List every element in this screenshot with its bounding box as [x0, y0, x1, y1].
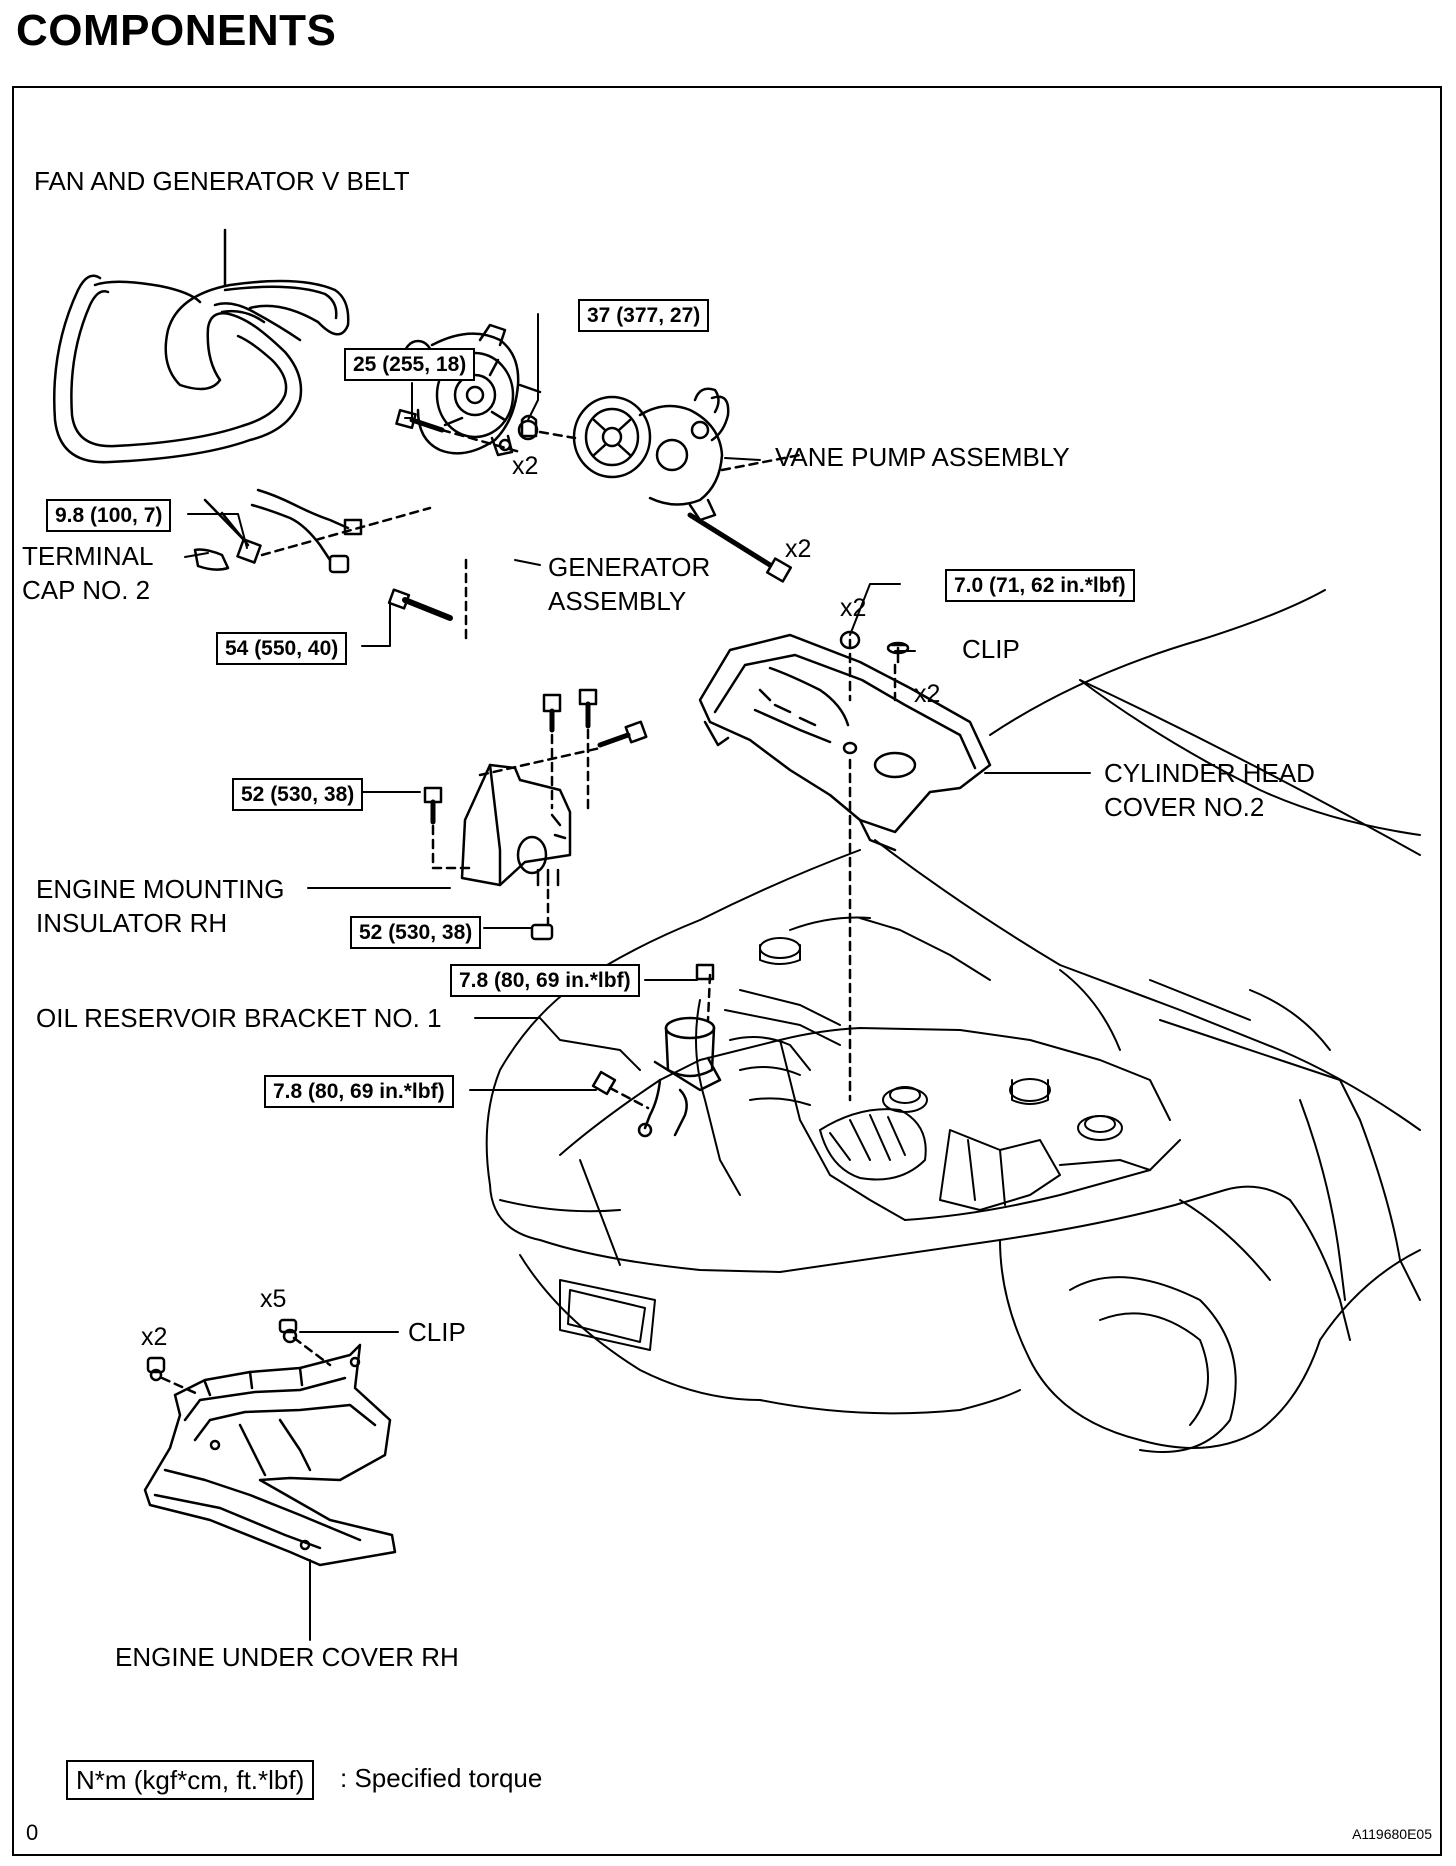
- torque-25: 25 (255, 18): [344, 348, 476, 381]
- label-engine-mount-line2: INSULATOR RH: [36, 908, 228, 938]
- label-oil-bracket: OIL RESERVOIR BRACKET NO. 1: [36, 1003, 442, 1033]
- label-fan-belt: FAN AND GENERATOR V BELT: [34, 166, 410, 196]
- diagram-frame: [12, 86, 1442, 1856]
- torque-7-8-lower: 7.8 (80, 69 in.*lbf): [264, 1075, 454, 1108]
- label-terminal-cap-line1: TERMINAL: [22, 541, 154, 571]
- engine-mount-drawing: [423, 688, 648, 941]
- bolt-54-drawing: [387, 558, 468, 642]
- torque-7-0: 7.0 (71, 62 in.*lbf): [945, 569, 1135, 602]
- label-cylinder-cover-line2: COVER NO.2: [1104, 792, 1265, 822]
- qty-under-bolt: x2: [141, 1323, 168, 1351]
- bolt-25-drawing: [395, 408, 522, 454]
- torque-9-8: 9.8 (100, 7): [46, 499, 172, 532]
- leader-lines: [184, 229, 1091, 1333]
- label-engine-mount-line1: ENGINE MOUNTING: [36, 874, 285, 904]
- label-clip-bottom: CLIP: [408, 1317, 466, 1347]
- qty-pump-nut: x2: [512, 452, 539, 480]
- label-generator-line1: GENERATOR: [548, 552, 711, 582]
- legend-unit-box: N*m (kgf*cm, ft.*lbf): [66, 1760, 315, 1800]
- torque-52-upper: 52 (530, 38): [232, 778, 364, 811]
- under-cover-drawing: [143, 1318, 397, 1641]
- label-under-cover: ENGINE UNDER COVER RH: [115, 1642, 459, 1672]
- page-title: COMPONENTS: [16, 6, 337, 55]
- figure-code: A119680E05: [1352, 1826, 1432, 1842]
- label-cylinder-cover-line1: CYLINDER HEAD: [1104, 758, 1315, 788]
- torque-52-lower: 52 (530, 38): [350, 916, 482, 949]
- torque-7-8-upper: 7.8 (80, 69 in.*lbf): [450, 964, 640, 997]
- torque-37: 37 (377, 27): [578, 299, 710, 332]
- qty-clip-bottom: x5: [260, 1285, 287, 1313]
- torque-54: 54 (550, 40): [216, 632, 348, 665]
- footer-mark: 0: [26, 1820, 39, 1845]
- oil-reservoir-drawing: [591, 963, 722, 1138]
- label-vane-pump: VANE PUMP ASSEMBLY: [775, 442, 1070, 472]
- qty-cover-nut: x2: [840, 594, 867, 622]
- cylinder-head-cover-drawing: [698, 630, 992, 1102]
- vehicle-body-drawing: [485, 589, 1421, 1453]
- label-clip-top: CLIP: [962, 634, 1020, 664]
- label-terminal-cap-line2: CAP NO. 2: [22, 575, 151, 605]
- legend-text: : Specified torque: [340, 1763, 543, 1793]
- vane-pump-drawing: [517, 387, 802, 583]
- v-belt-drawing: [53, 228, 350, 464]
- generator-wiring-drawing: [193, 488, 432, 574]
- qty-pump-bolt: x2: [785, 535, 812, 563]
- label-generator-line2: ASSEMBLY: [548, 586, 687, 616]
- qty-clip-top: x2: [914, 680, 941, 708]
